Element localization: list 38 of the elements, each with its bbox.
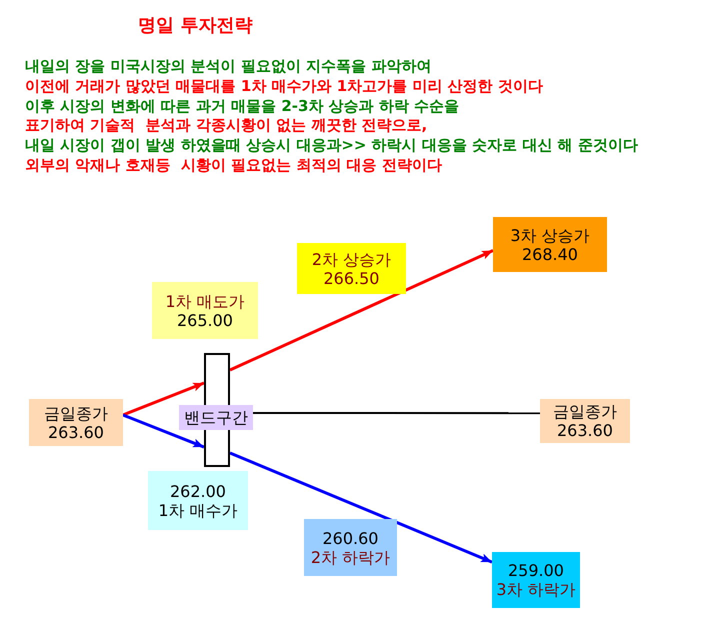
- price-box: [148, 471, 248, 530]
- price-label: 2차 하락가: [310, 548, 390, 566]
- title: 명일 투자전략: [138, 15, 252, 37]
- price-value: 268.40: [522, 244, 578, 264]
- connector-line: [253, 412, 540, 414]
- price-box: [304, 519, 397, 576]
- description-line: 내일의 장을 미국시장의 분석이 필요없이 지수폭을 파악하여: [25, 56, 432, 76]
- price-box: [297, 243, 406, 294]
- arrow: [122, 382, 205, 416]
- description-line: 이전에 거래가 많았던 매물대를 1차 매수가와 1차고가를 미리 산정한 것이다: [25, 76, 543, 96]
- price-label: 3차 상승가: [510, 226, 590, 244]
- price-value: 262.00: [170, 482, 226, 500]
- arrow: [229, 452, 493, 564]
- price-value: 263.60: [557, 421, 613, 440]
- price-label: 금일종가: [553, 402, 617, 421]
- price-box: [492, 552, 580, 608]
- price-label: 1차 매도가: [165, 292, 245, 310]
- price-value: 266.50: [324, 268, 380, 288]
- price-value: 259.00: [508, 561, 564, 580]
- arrow: [122, 414, 205, 448]
- price-value: 265.00: [177, 310, 233, 330]
- description-line: 내일 시장이 갭이 발생 하였을때 상승시 대응과>> 하락시 대응을 숫자로 대신 해 준것이다: [25, 135, 638, 156]
- arrow: [229, 249, 494, 372]
- price-label: 1차 매수가: [158, 500, 238, 520]
- description-line: 표기하여 기술적 분석과 각종시황이 없는 깨끗한 전략으로,: [25, 115, 428, 136]
- price-label: 2차 상승가: [312, 250, 392, 268]
- description-line: 외부의 악재나 호재등 시황이 필요없는 최적의 대응 전략이다: [25, 155, 442, 175]
- price-value: 260.60: [322, 528, 378, 548]
- band-label: 밴드구간: [184, 408, 248, 427]
- price-box: [152, 282, 258, 339]
- description-line: 이후 시장의 변화에 따른 과거 매물을 2-3차 상승과 하락 수순을: [25, 96, 460, 116]
- price-box: [29, 399, 123, 446]
- price-box: [493, 217, 607, 272]
- price-value: 263.60: [48, 422, 104, 442]
- price-box: [540, 399, 630, 443]
- band-label-box: [179, 405, 253, 430]
- price-label: 금일종가: [44, 404, 108, 422]
- price-label: 3차 하락가: [496, 580, 576, 599]
